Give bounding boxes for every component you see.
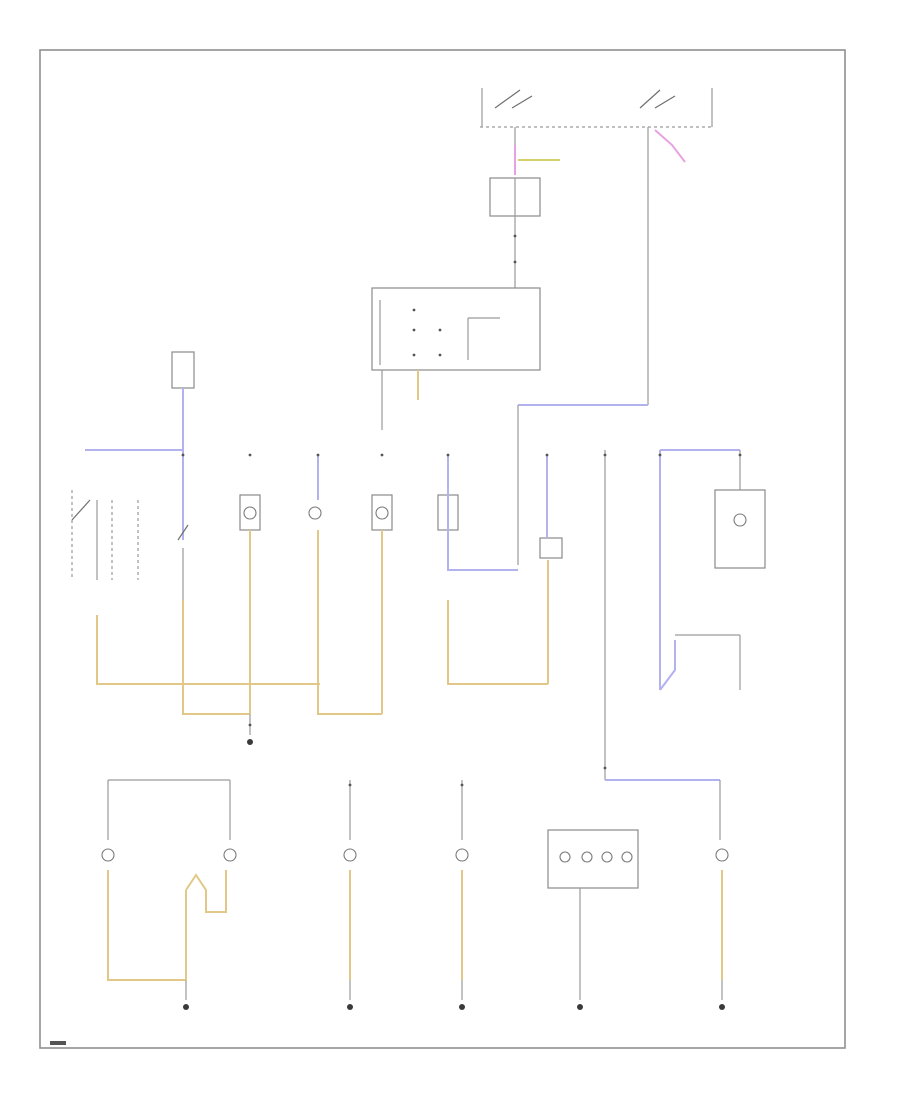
diagram-frame bbox=[39, 49, 846, 1049]
middle-row-components bbox=[71, 449, 766, 780]
ignition-switch-area bbox=[480, 88, 713, 128]
ground-bus-lower bbox=[107, 870, 725, 1010]
fuse-1 bbox=[489, 127, 560, 288]
module-box bbox=[371, 287, 541, 430]
lower-row-bus bbox=[107, 779, 721, 840]
lower-components bbox=[101, 829, 729, 889]
fuse-2 bbox=[647, 127, 686, 405]
fuse-block-left bbox=[85, 351, 195, 540]
ground-bus-middle bbox=[96, 530, 549, 745]
connector-dots bbox=[181, 453, 742, 787]
footer-code-mark bbox=[50, 1041, 66, 1045]
